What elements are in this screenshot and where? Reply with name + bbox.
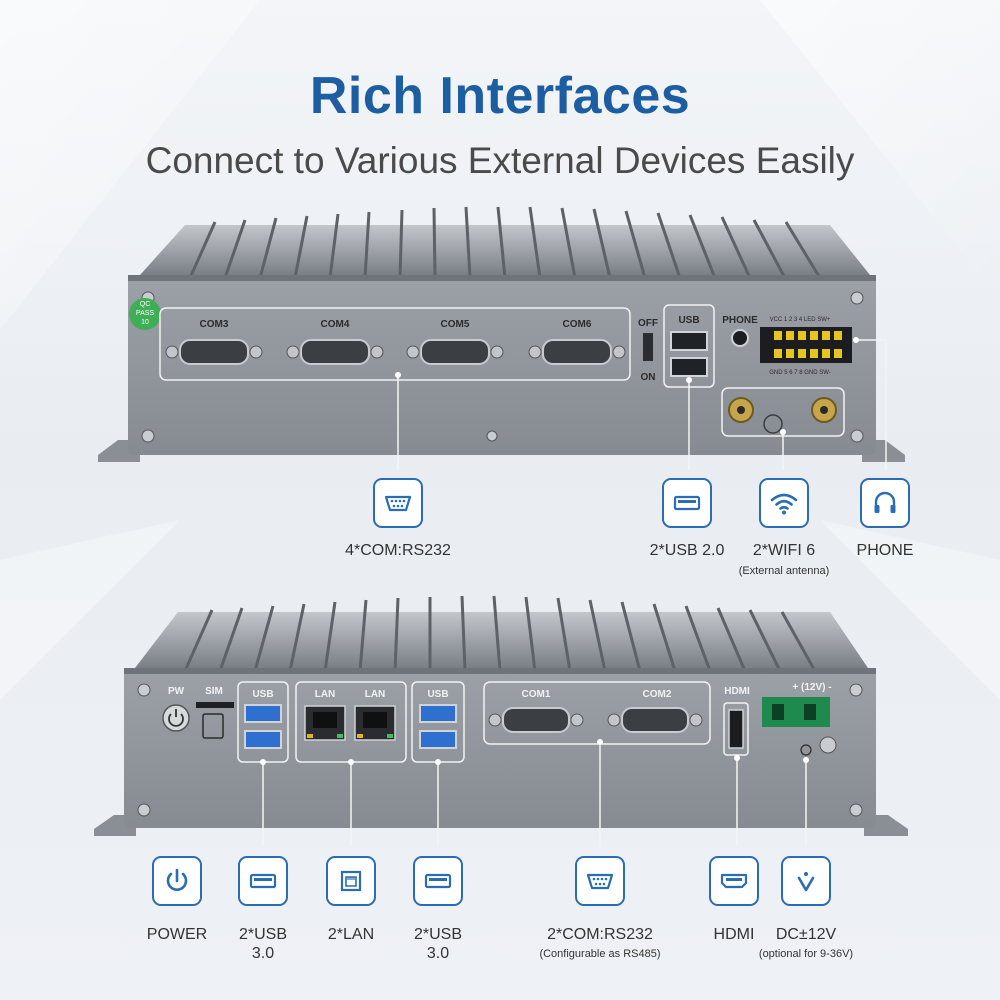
- usb3-port-1[interactable]: [244, 704, 282, 723]
- feature-usb3-left-icon-box: [238, 856, 288, 906]
- headphones-icon: [874, 491, 896, 513]
- feature-com-icon-box: [373, 478, 423, 528]
- svg-text:ON: ON: [641, 372, 656, 383]
- feature-hdmi-label: HDMI: [713, 926, 755, 943]
- feature-lan-label: 2*LAN: [327, 926, 375, 943]
- rear-panel-bottom: [124, 668, 876, 828]
- phone-jack[interactable]: [731, 329, 749, 347]
- svg-text:COM1: COM1: [522, 689, 551, 700]
- feature-com-bottom-label: 2*COM:RS232: [547, 926, 653, 943]
- dc-input-icon: [797, 872, 815, 892]
- power-icon: [166, 868, 188, 891]
- feature-dc-label: DC±12V: [775, 926, 837, 943]
- svg-text:SIM: SIM: [205, 686, 223, 697]
- phone-label: PHONE: [722, 315, 758, 326]
- page-subtitle: Connect to Various External Devices Easi…: [145, 140, 855, 181]
- sim-slot[interactable]: SIM: [196, 686, 234, 739]
- svg-text:GND 5 6 7 8 GND SW-: GND 5 6 7 8 GND SW-: [769, 370, 831, 376]
- callout-lines-bottom: [262, 742, 807, 846]
- feature-com-label: 4*COM:RS232: [345, 542, 451, 559]
- usb2-port-2[interactable]: [670, 357, 708, 377]
- heatsink-fins-bottom: [135, 595, 868, 672]
- feature-hdmi-icon-box: [709, 856, 759, 906]
- wifi-icon: [770, 493, 798, 515]
- feature-phone-icon-box: [860, 478, 910, 528]
- svg-text:10: 10: [141, 319, 149, 326]
- svg-text:VCC 1 2 3 4 LED SW+: VCC 1 2 3 4 LED SW+: [770, 317, 831, 323]
- feature-phone-label: PHONE: [856, 542, 914, 559]
- power-button[interactable]: PW: [162, 686, 190, 732]
- serial-port-icon: [384, 495, 412, 512]
- com-port-1[interactable]: COM1: [488, 689, 584, 733]
- serial-port-icon: [586, 873, 614, 890]
- lan-port-1[interactable]: [304, 705, 346, 741]
- usb3-right-label: USB: [427, 689, 448, 700]
- lan2-label: LAN: [365, 689, 386, 700]
- com-group-outline: [159, 307, 631, 381]
- usb-label: USB: [678, 315, 699, 326]
- lan-port-2[interactable]: [354, 705, 396, 741]
- usb2-port-1[interactable]: [670, 331, 708, 351]
- page-title: Rich Interfaces: [309, 67, 691, 125]
- feature-com-bottom-note: (Configurable as RS485): [539, 948, 661, 960]
- feature-dc-icon-box: [781, 856, 831, 906]
- feature-usb3-right-label: 2*USB: [413, 926, 463, 943]
- usb-icon: [673, 495, 701, 511]
- com-port-3[interactable]: COM3: [165, 319, 263, 365]
- feature-usb3-left-label: 2*USB: [238, 926, 288, 943]
- ground-screw: [800, 736, 837, 756]
- heatsink-fins: [140, 206, 870, 279]
- svg-text:COM3: COM3: [200, 319, 229, 330]
- svg-text:OFF: OFF: [638, 318, 658, 329]
- feature-wifi-note: (External antenna): [738, 565, 830, 577]
- svg-text:COM4: COM4: [321, 319, 350, 330]
- feature-dc-note: (optional for 9-36V): [758, 948, 854, 960]
- usb3-port-3[interactable]: [419, 704, 457, 723]
- feature-usb3-right-icon-box: [413, 856, 463, 906]
- feature-com-bottom-icon-box: [575, 856, 625, 906]
- feature-usb2-icon-box: [662, 478, 712, 528]
- com-port-5[interactable]: COM5: [406, 319, 504, 365]
- com-port-6[interactable]: COM6: [528, 319, 626, 365]
- com-port-2[interactable]: COM2: [607, 689, 703, 733]
- feature-usb3-left-label2: 3.0: [251, 945, 275, 962]
- feature-wifi-label: 2*WIFI 6: [752, 542, 816, 559]
- svg-text:PW: PW: [168, 686, 185, 697]
- svg-text:COM5: COM5: [441, 319, 470, 330]
- feature-wifi-icon-box: [759, 478, 809, 528]
- feature-power-icon-box: [152, 856, 202, 906]
- feature-usb2-label: 2*USB 2.0: [649, 542, 725, 559]
- svg-text:PASS: PASS: [136, 310, 154, 317]
- feature-lan-icon-box: [326, 856, 376, 906]
- feature-usb3-right-label2: 3.0: [426, 945, 450, 962]
- hdmi-port[interactable]: [728, 709, 744, 749]
- antenna-blank-hole: [763, 414, 783, 434]
- callout-lines-top: [397, 339, 887, 470]
- com12-outline: [483, 681, 711, 745]
- usb3-port-2[interactable]: [244, 730, 282, 749]
- svg-text:COM6: COM6: [563, 319, 592, 330]
- hdmi-icon: [720, 873, 748, 889]
- com-port-4[interactable]: COM4: [286, 319, 384, 365]
- usb-icon: [249, 873, 277, 889]
- svg-text:QC: QC: [140, 301, 151, 308]
- usb-icon: [424, 873, 452, 889]
- dc-terminal[interactable]: [762, 697, 830, 727]
- gpio-terminal[interactable]: VCC 1 2 3 4 LED SW+ GND 5 6 7 8 GND SW-: [760, 317, 852, 376]
- power-switch[interactable]: OFF ON: [638, 318, 658, 383]
- svg-text:COM2: COM2: [643, 689, 672, 700]
- feature-power-label: POWER: [146, 926, 208, 943]
- ethernet-icon: [340, 870, 362, 892]
- usb3-port-4[interactable]: [419, 730, 457, 749]
- qc-pass-sticker: QC PASS 10: [129, 298, 161, 330]
- dc-label: + (12V) -: [792, 682, 831, 693]
- hdmi-label: HDMI: [724, 686, 750, 697]
- lan1-label: LAN: [315, 689, 336, 700]
- usb3-left-label: USB: [252, 689, 273, 700]
